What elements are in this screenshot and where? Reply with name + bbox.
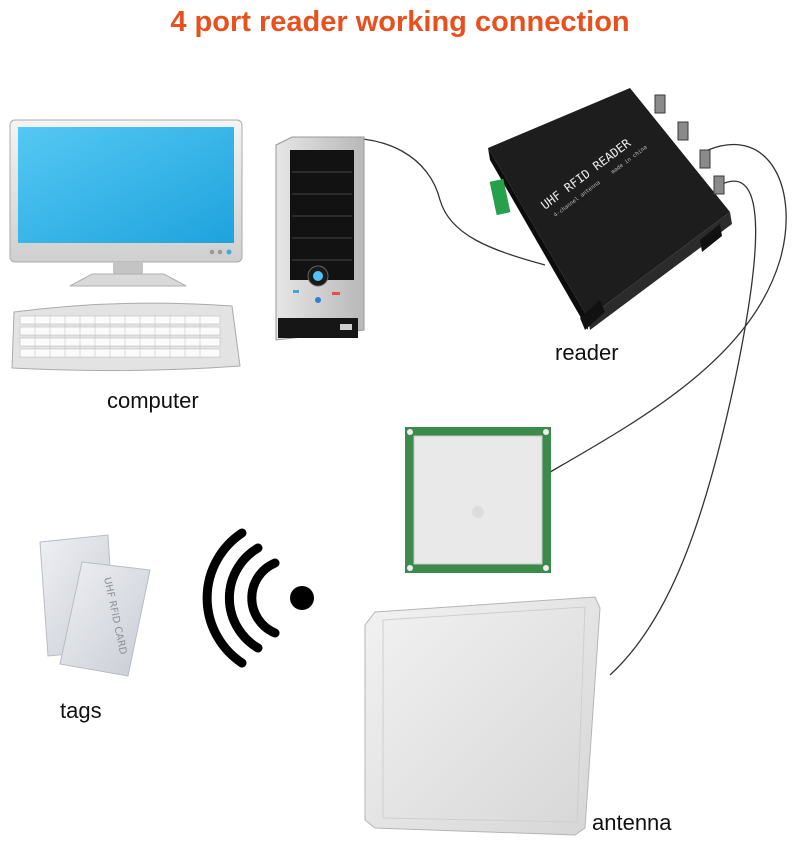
antenna-label: antenna [592,810,672,835]
monitor-screen [18,127,234,243]
rfid-cards: UHF RFID CARD [39,534,151,677]
computer-label: computer [107,388,199,413]
reader-label: reader [555,340,619,365]
reader-antenna2-cable [609,180,757,676]
keyboard [11,302,241,372]
reader-antenna1-cable [544,143,787,476]
panel-antenna [364,596,601,836]
cables [317,137,787,676]
pcb-antenna [405,427,551,573]
monitor [9,119,243,287]
computer-reader-cable [317,137,546,266]
tags-label: tags [60,698,102,723]
rfid-reader: UHF RFID READER 4-channel antenna made i… [488,88,732,330]
page-title: 4 port reader working connection [170,6,630,38]
pc-tower [275,136,365,341]
wireless-signal-icon [202,528,314,668]
